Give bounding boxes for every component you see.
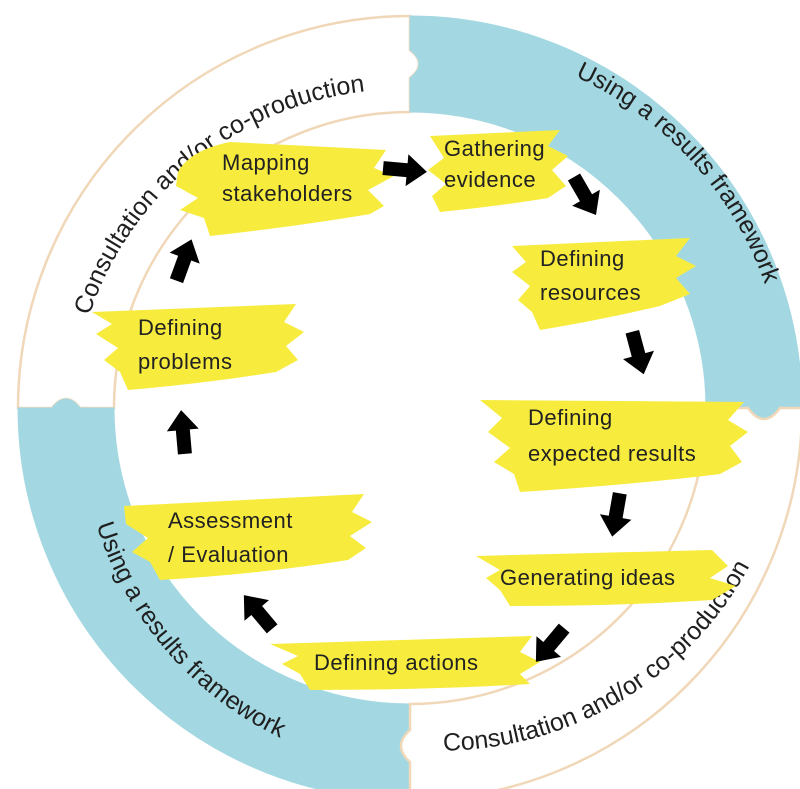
highlight-ideas	[476, 550, 736, 606]
step-gathering: Gathering evidence	[444, 136, 552, 192]
highlight-assessment	[124, 494, 372, 580]
step-ideas: Generating ideas	[500, 565, 676, 590]
highlight-expected	[480, 400, 748, 492]
arrow-icon	[231, 584, 285, 640]
highlight-problems	[92, 304, 304, 390]
step-assessment: Assessment / Evaluation	[168, 508, 299, 567]
highlight-resources	[512, 238, 696, 330]
arrow-icon	[616, 327, 660, 379]
arrow-icon	[381, 152, 429, 188]
arrow-icon	[161, 233, 207, 287]
step-mapping: Mapping stakeholders	[222, 150, 353, 206]
highlight-actions	[270, 636, 540, 690]
highlight-mapping	[176, 142, 394, 236]
step-problems: Defining problems	[138, 315, 232, 374]
step-expected: Defining expected results	[528, 405, 696, 466]
ring-segment-bottom-left	[17, 398, 411, 789]
step-actions: Defining actions	[314, 650, 479, 675]
step-labels: Mapping stakeholders Gathering evidence …	[138, 136, 696, 675]
highlight-gathering	[428, 130, 568, 212]
step-resources: Defining resources	[540, 246, 641, 305]
arrow-icon	[596, 490, 636, 540]
outer-ring	[16, 14, 800, 789]
highlights	[92, 130, 748, 690]
ring-segment-bottom-right	[399, 406, 800, 789]
arrow-icon	[165, 408, 201, 456]
